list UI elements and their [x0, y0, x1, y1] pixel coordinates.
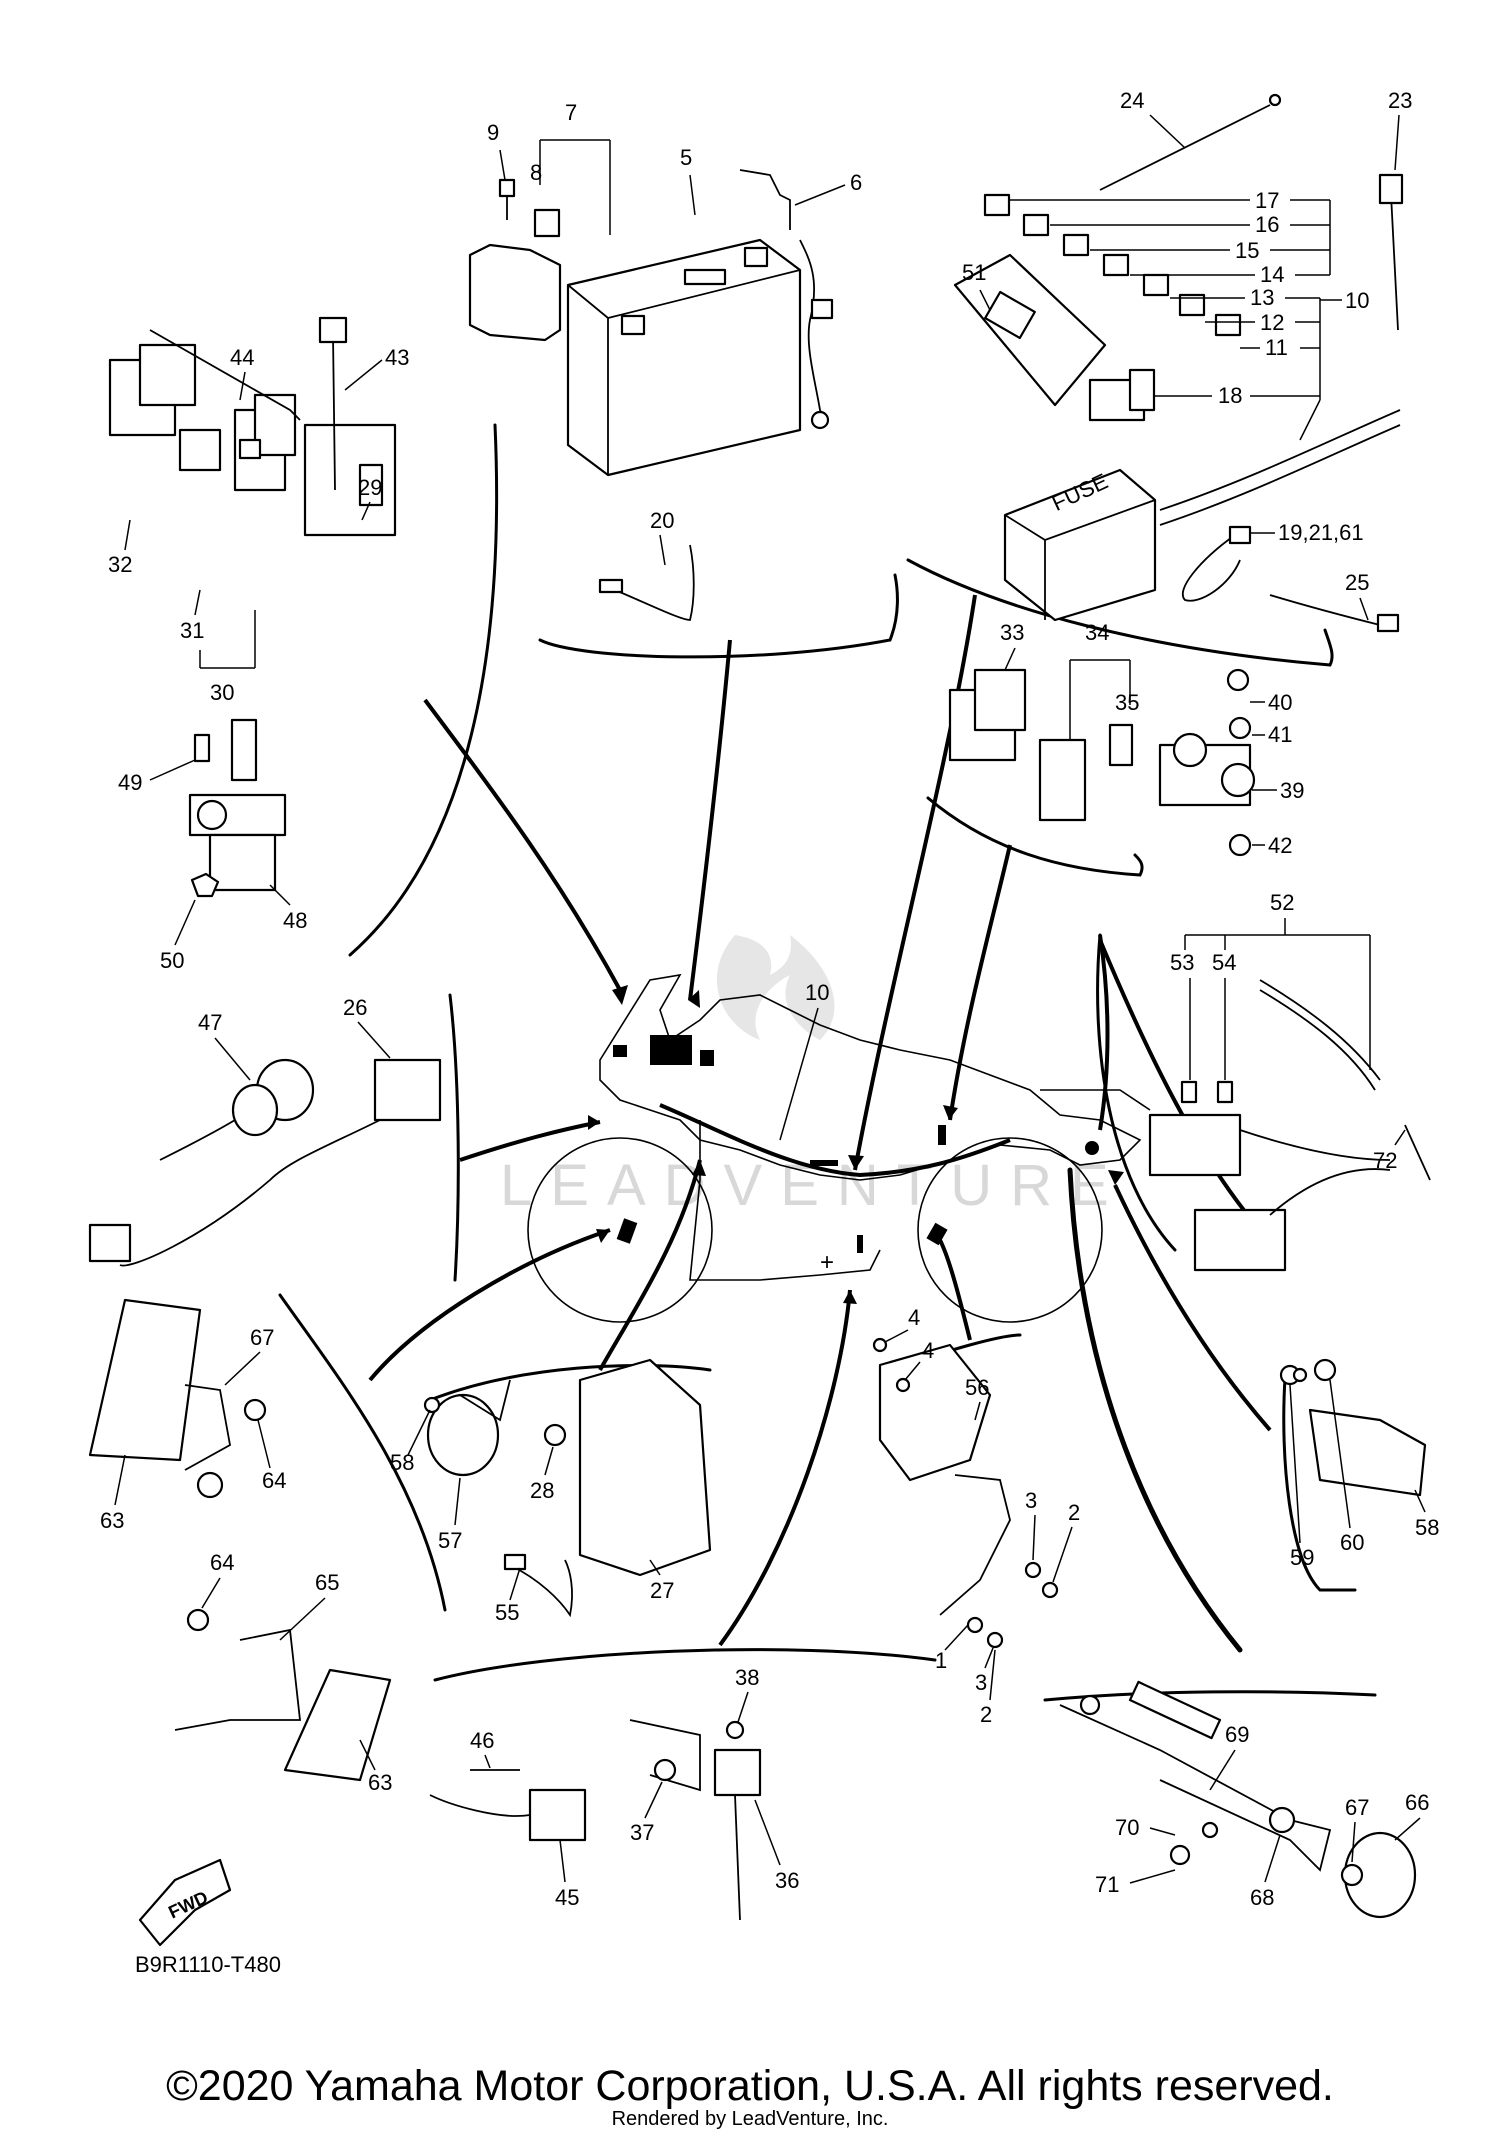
callout-53: 54 — [1212, 950, 1236, 975]
callout-29: 30 — [210, 680, 234, 705]
harness-group-right — [1148, 979, 1431, 1272]
group-brackets — [278, 423, 1377, 1702]
regulator-group — [872, 1337, 1059, 1649]
callout-59: 59 — [1290, 1545, 1314, 1570]
callout-4-b: 4 — [922, 1338, 934, 1363]
callout-25: 26 — [343, 995, 367, 1020]
callout-64: 65 — [315, 1570, 339, 1595]
callout-20: 20 — [650, 508, 674, 533]
callout-3-a: 3 — [1025, 1488, 1037, 1513]
callout-56: 57 — [438, 1528, 462, 1553]
callout-54: 55 — [495, 1600, 519, 1625]
callout-10-center: 10 — [805, 980, 829, 1005]
callout-30: 31 — [180, 618, 204, 643]
leader-lines — [368, 594, 1272, 1653]
callout-70: 70 — [1115, 1815, 1139, 1840]
callout-24: 25 — [1345, 570, 1369, 595]
fuse-box-group: FUSE — [598, 93, 1404, 633]
callout-17: 17 — [1255, 188, 1279, 213]
callout-68: 68 — [1250, 1885, 1274, 1910]
callout-14: 14 — [1260, 262, 1284, 287]
horn-rectifier-group — [423, 1358, 762, 1921]
callout-63-b: 64 — [210, 1550, 234, 1575]
callout-63-a: 64 — [262, 1468, 286, 1493]
callout-67: 67 — [1345, 1795, 1369, 1820]
callout-3-b: 3 — [975, 1670, 987, 1695]
callout-19-21-61: 19,21,61 — [1278, 520, 1364, 545]
callout-18: 18 — [1218, 383, 1242, 408]
callout-16: 16 — [1255, 212, 1279, 237]
callout-33: 34 — [1085, 620, 1109, 645]
callout-12: 12 — [1260, 310, 1284, 335]
callout-35: 36 — [775, 1868, 799, 1893]
callout-36: 37 — [630, 1820, 654, 1845]
callout-40: 41 — [1268, 722, 1292, 747]
callout-43: 44 — [230, 345, 254, 370]
callout-9: 9 — [487, 120, 499, 145]
callout-6: 6 — [850, 170, 862, 195]
callout-10-top: 10 — [1345, 288, 1369, 313]
callout-47: 48 — [283, 908, 307, 933]
callout-41: 42 — [1268, 833, 1292, 858]
motorcycle-outline: + — [527, 973, 1151, 1323]
callout-23: 24 — [1120, 88, 1144, 113]
callout-7: 7 — [565, 100, 577, 125]
callout-62-b: 63 — [368, 1770, 392, 1795]
callout-65: 67 — [250, 1325, 274, 1350]
callout-52: 53 — [1170, 950, 1194, 975]
callout-1: 1 — [935, 1648, 947, 1673]
callout-28: 29 — [358, 475, 382, 500]
callout-66: 66 — [1405, 1790, 1429, 1815]
callout-2-a: 2 — [1068, 1500, 1080, 1525]
relay-group-right — [948, 668, 1256, 857]
callout-2-b: 2 — [980, 1702, 992, 1727]
callout-57: 58 — [390, 1450, 414, 1475]
callout-5: 5 — [680, 145, 692, 170]
callout-15: 15 — [1235, 238, 1259, 263]
callout-71: 71 — [1095, 1872, 1119, 1897]
copyright-notice: ©2020 Yamaha Motor Corporation, U.S.A. A… — [166, 2062, 1334, 2110]
callout-34: 35 — [1115, 690, 1139, 715]
callout-4-a: 4 — [908, 1305, 920, 1330]
callout-42: 43 — [385, 345, 409, 370]
callout-37: 38 — [735, 1665, 759, 1690]
callout-8: 8 — [530, 160, 542, 185]
callout-39: 40 — [1268, 690, 1292, 715]
callout-labels: 9 7 8 5 6 20 24 23 17 16 15 14 13 12 11 … — [100, 88, 1439, 1977]
watermark: LEADVENTURE — [500, 935, 1109, 1218]
svg-text:+: + — [820, 1249, 834, 1276]
callout-26: 27 — [650, 1578, 674, 1603]
battery-group — [468, 169, 834, 477]
callout-49: 50 — [160, 948, 184, 973]
callout-22: 23 — [1388, 88, 1412, 113]
left-relays-group — [108, 316, 397, 898]
callout-69: 69 — [1225, 1722, 1249, 1747]
callout-60: 60 — [1340, 1530, 1364, 1555]
callout-32: 33 — [1000, 620, 1024, 645]
callout-48: 49 — [118, 770, 142, 795]
callout-45: 46 — [470, 1728, 494, 1753]
callout-27: 28 — [530, 1478, 554, 1503]
diagram-code: B9R1110-T480 — [135, 1952, 281, 1977]
callout-51: 52 — [1270, 890, 1294, 915]
reflector-group-right — [1059, 1358, 1427, 1919]
reflector-group-left: FWD — [88, 1298, 392, 1947]
callout-44: 45 — [555, 1885, 579, 1910]
callout-50: 51 — [962, 260, 986, 285]
callout-62-a: 63 — [100, 1508, 124, 1533]
rendered-by-credit: Rendered by LeadVenture, Inc. — [611, 2108, 889, 2130]
callout-55: 56 — [965, 1375, 989, 1400]
callout-46: 47 — [198, 1010, 222, 1035]
callout-31: 32 — [108, 552, 132, 577]
sensor-connector-group — [88, 1058, 442, 1267]
callout-58: 58 — [1415, 1515, 1439, 1540]
callout-13: 13 — [1250, 285, 1274, 310]
callout-11: 11 — [1265, 335, 1288, 360]
callout-38: 39 — [1280, 778, 1304, 803]
callout-72: 72 — [1373, 1148, 1397, 1173]
